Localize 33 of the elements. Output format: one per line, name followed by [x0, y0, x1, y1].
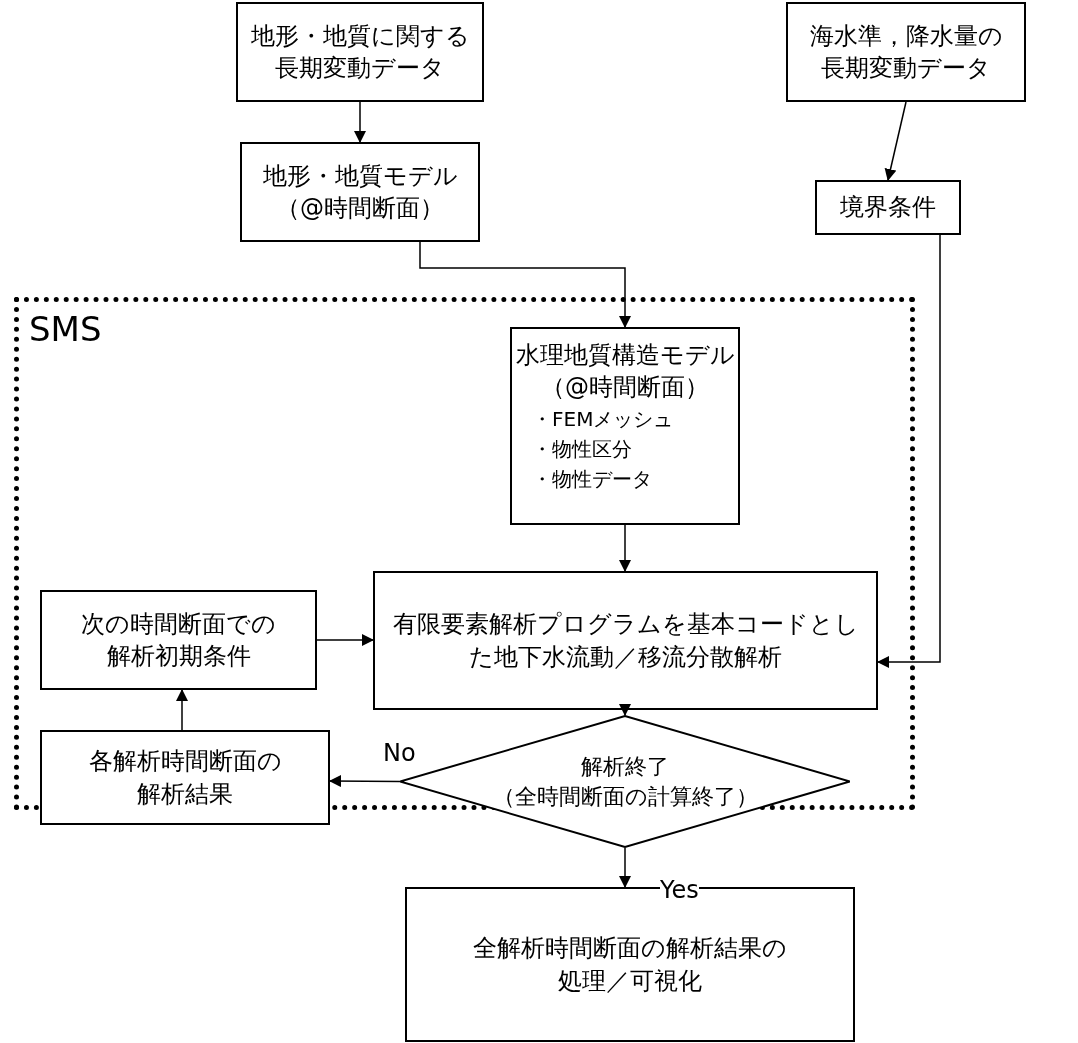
- box-text: 境界条件: [839, 192, 937, 224]
- arrow: [884, 101, 907, 181]
- process-box: [815, 180, 961, 235]
- arrow: [419, 241, 631, 328]
- box-heading: 水理地質構造モデル: [515, 340, 735, 371]
- box-text: 地形・地質に関する長期変動データ: [249, 20, 471, 84]
- box-text: 次の時間断面での解析初期条件: [80, 608, 277, 672]
- arrow: [619, 847, 631, 888]
- arrow: [354, 101, 366, 143]
- group-label: SMS: [29, 312, 102, 346]
- bullet-item: ・FEMメッシュ: [531, 405, 674, 433]
- bullet-item: ・物性区分: [531, 435, 632, 463]
- box-text: 全解析時間断面の解析結果の処理／可視化: [472, 933, 788, 997]
- box-heading: （@時間断面）: [541, 372, 709, 404]
- box-text: 地形・地質モデル（@時間断面）: [261, 160, 459, 224]
- process-box: [510, 327, 740, 525]
- process-box: [786, 2, 1026, 102]
- process-box: [40, 730, 330, 825]
- box-text: 海水準，降水量の長期変動データ: [808, 20, 1004, 84]
- arrow: [329, 775, 401, 788]
- arrow: [619, 524, 631, 572]
- arrow: [316, 634, 374, 646]
- process-box: [236, 2, 484, 102]
- box-text: 各解析時間断面の解析結果: [87, 746, 283, 810]
- arrow: [619, 704, 631, 716]
- arrow: [176, 689, 188, 731]
- process-box: [40, 590, 317, 690]
- decision-text: 解析終了（全時間断面の計算終了）: [491, 752, 759, 811]
- process-box: [373, 571, 878, 710]
- arrow: [877, 234, 941, 668]
- bullet-item: ・物性データ: [531, 465, 652, 493]
- box-text: 有限要素解析プログラムを基本コードとした地下水流動／移流分散解析: [391, 609, 860, 673]
- process-box: [240, 142, 480, 242]
